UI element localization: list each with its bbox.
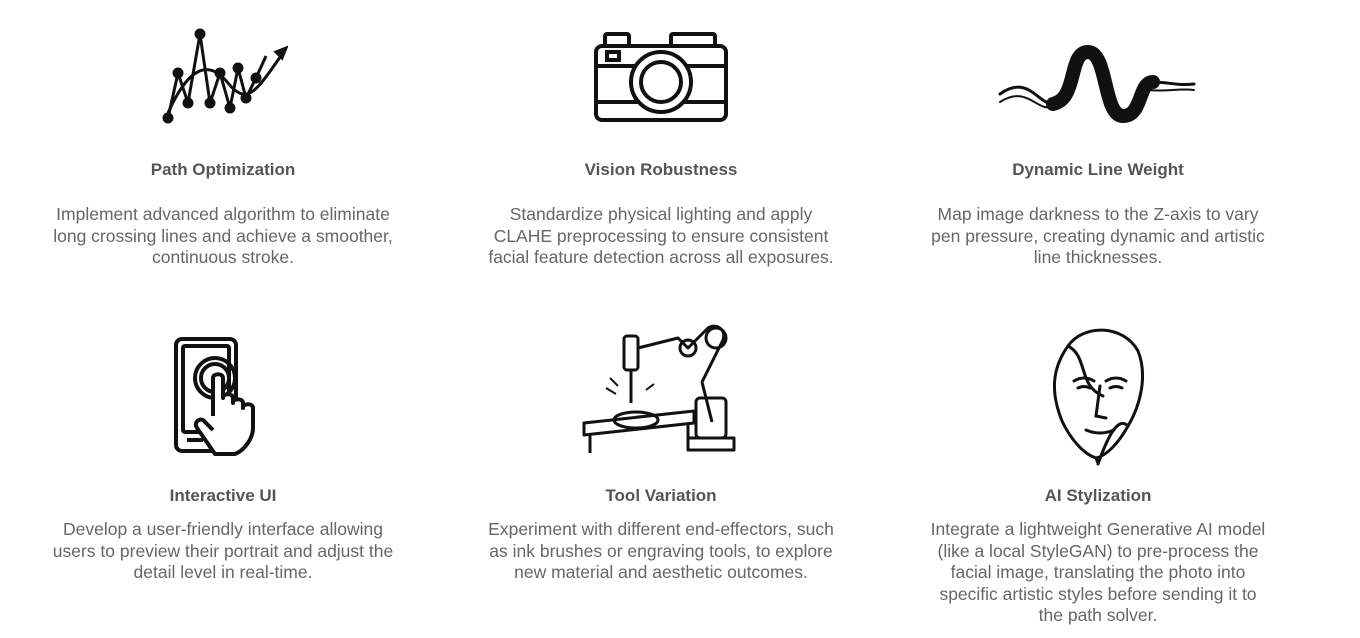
description-line: Integrate a lightweight Generative AI mo…: [930, 519, 1266, 539]
description-line: CLAHE preprocessing to ensure consistent: [493, 225, 829, 246]
feature-title: Tool Variation: [605, 486, 717, 505]
description-line: (like a local StyleGAN) to pre-process t…: [937, 540, 1259, 561]
feature-title: Dynamic Line Weight: [1012, 160, 1184, 179]
feature-title: Interactive UI: [169, 486, 277, 505]
feature-description: Develop a user-friendly interface allowi…: [8, 519, 438, 584]
description-line: Experiment with different end-effectors,…: [488, 519, 834, 539]
description-line: the path solver.: [1038, 605, 1158, 625]
feature-description: Map image darkness to the Z-axis to vary…: [883, 204, 1313, 269]
feature-description: Experiment with different end-effectors,…: [446, 519, 876, 584]
description-line: new material and aesthetic outcomes.: [514, 562, 808, 582]
description-line: Develop a user-friendly interface allowi…: [62, 519, 384, 539]
description-line: Implement advanced algorithm to eliminat…: [56, 204, 390, 224]
path-graph-icon: [158, 28, 288, 128]
description-line: Map image darkness to the Z-axis to vary: [937, 204, 1259, 224]
description-line: as ink brushes or engraving tools, to ex…: [489, 540, 833, 561]
feature-card-vision-robustness: Vision Robustness Standardize physical l…: [446, 0, 876, 300]
feature-description: Implement advanced algorithm to eliminat…: [8, 204, 438, 269]
description-line: detail level in real-time.: [133, 562, 313, 582]
line-art-face-icon: [1048, 326, 1148, 466]
description-line: facial image, translating the photo into: [950, 562, 1246, 582]
description-line: long crossing lines and achieve a smooth…: [53, 225, 393, 246]
feature-title: Path Optimization: [150, 160, 296, 179]
feature-card-dynamic-line-weight: Dynamic Line Weight Map image darkness t…: [883, 0, 1313, 300]
feature-card-tool-variation: Tool Variation Experiment with different…: [446, 310, 876, 638]
feature-card-path-optimization: Path Optimization Implement advanced alg…: [8, 0, 438, 300]
feature-title: Vision Robustness: [584, 160, 738, 179]
description-line: facial feature detection across all expo…: [488, 247, 834, 267]
camera-icon: [593, 32, 729, 124]
feature-description: Standardize physical lighting and apply …: [446, 204, 876, 269]
feature-title: AI Stylization: [1044, 486, 1152, 505]
description-line: Standardize physical lighting and apply: [509, 204, 813, 224]
feature-description: Integrate a lightweight Generative AI mo…: [883, 519, 1313, 627]
description-line: line thicknesses.: [1033, 247, 1163, 267]
description-line: specific artistic styles before sending …: [939, 583, 1257, 604]
description-line: continuous stroke.: [151, 247, 295, 267]
robot-arm-icon: [576, 318, 746, 463]
variable-stroke-icon: [998, 44, 1198, 124]
description-line: pen pressure, creating dynamic and artis…: [931, 225, 1265, 246]
description-line: users to preview their portrait and adju…: [52, 540, 394, 561]
feature-card-ai-stylization: AI Stylization Integrate a lightweight G…: [883, 310, 1313, 638]
touch-tablet-icon: [173, 336, 273, 456]
feature-card-interactive-ui: Interactive UI Develop a user-friendly i…: [8, 310, 438, 638]
